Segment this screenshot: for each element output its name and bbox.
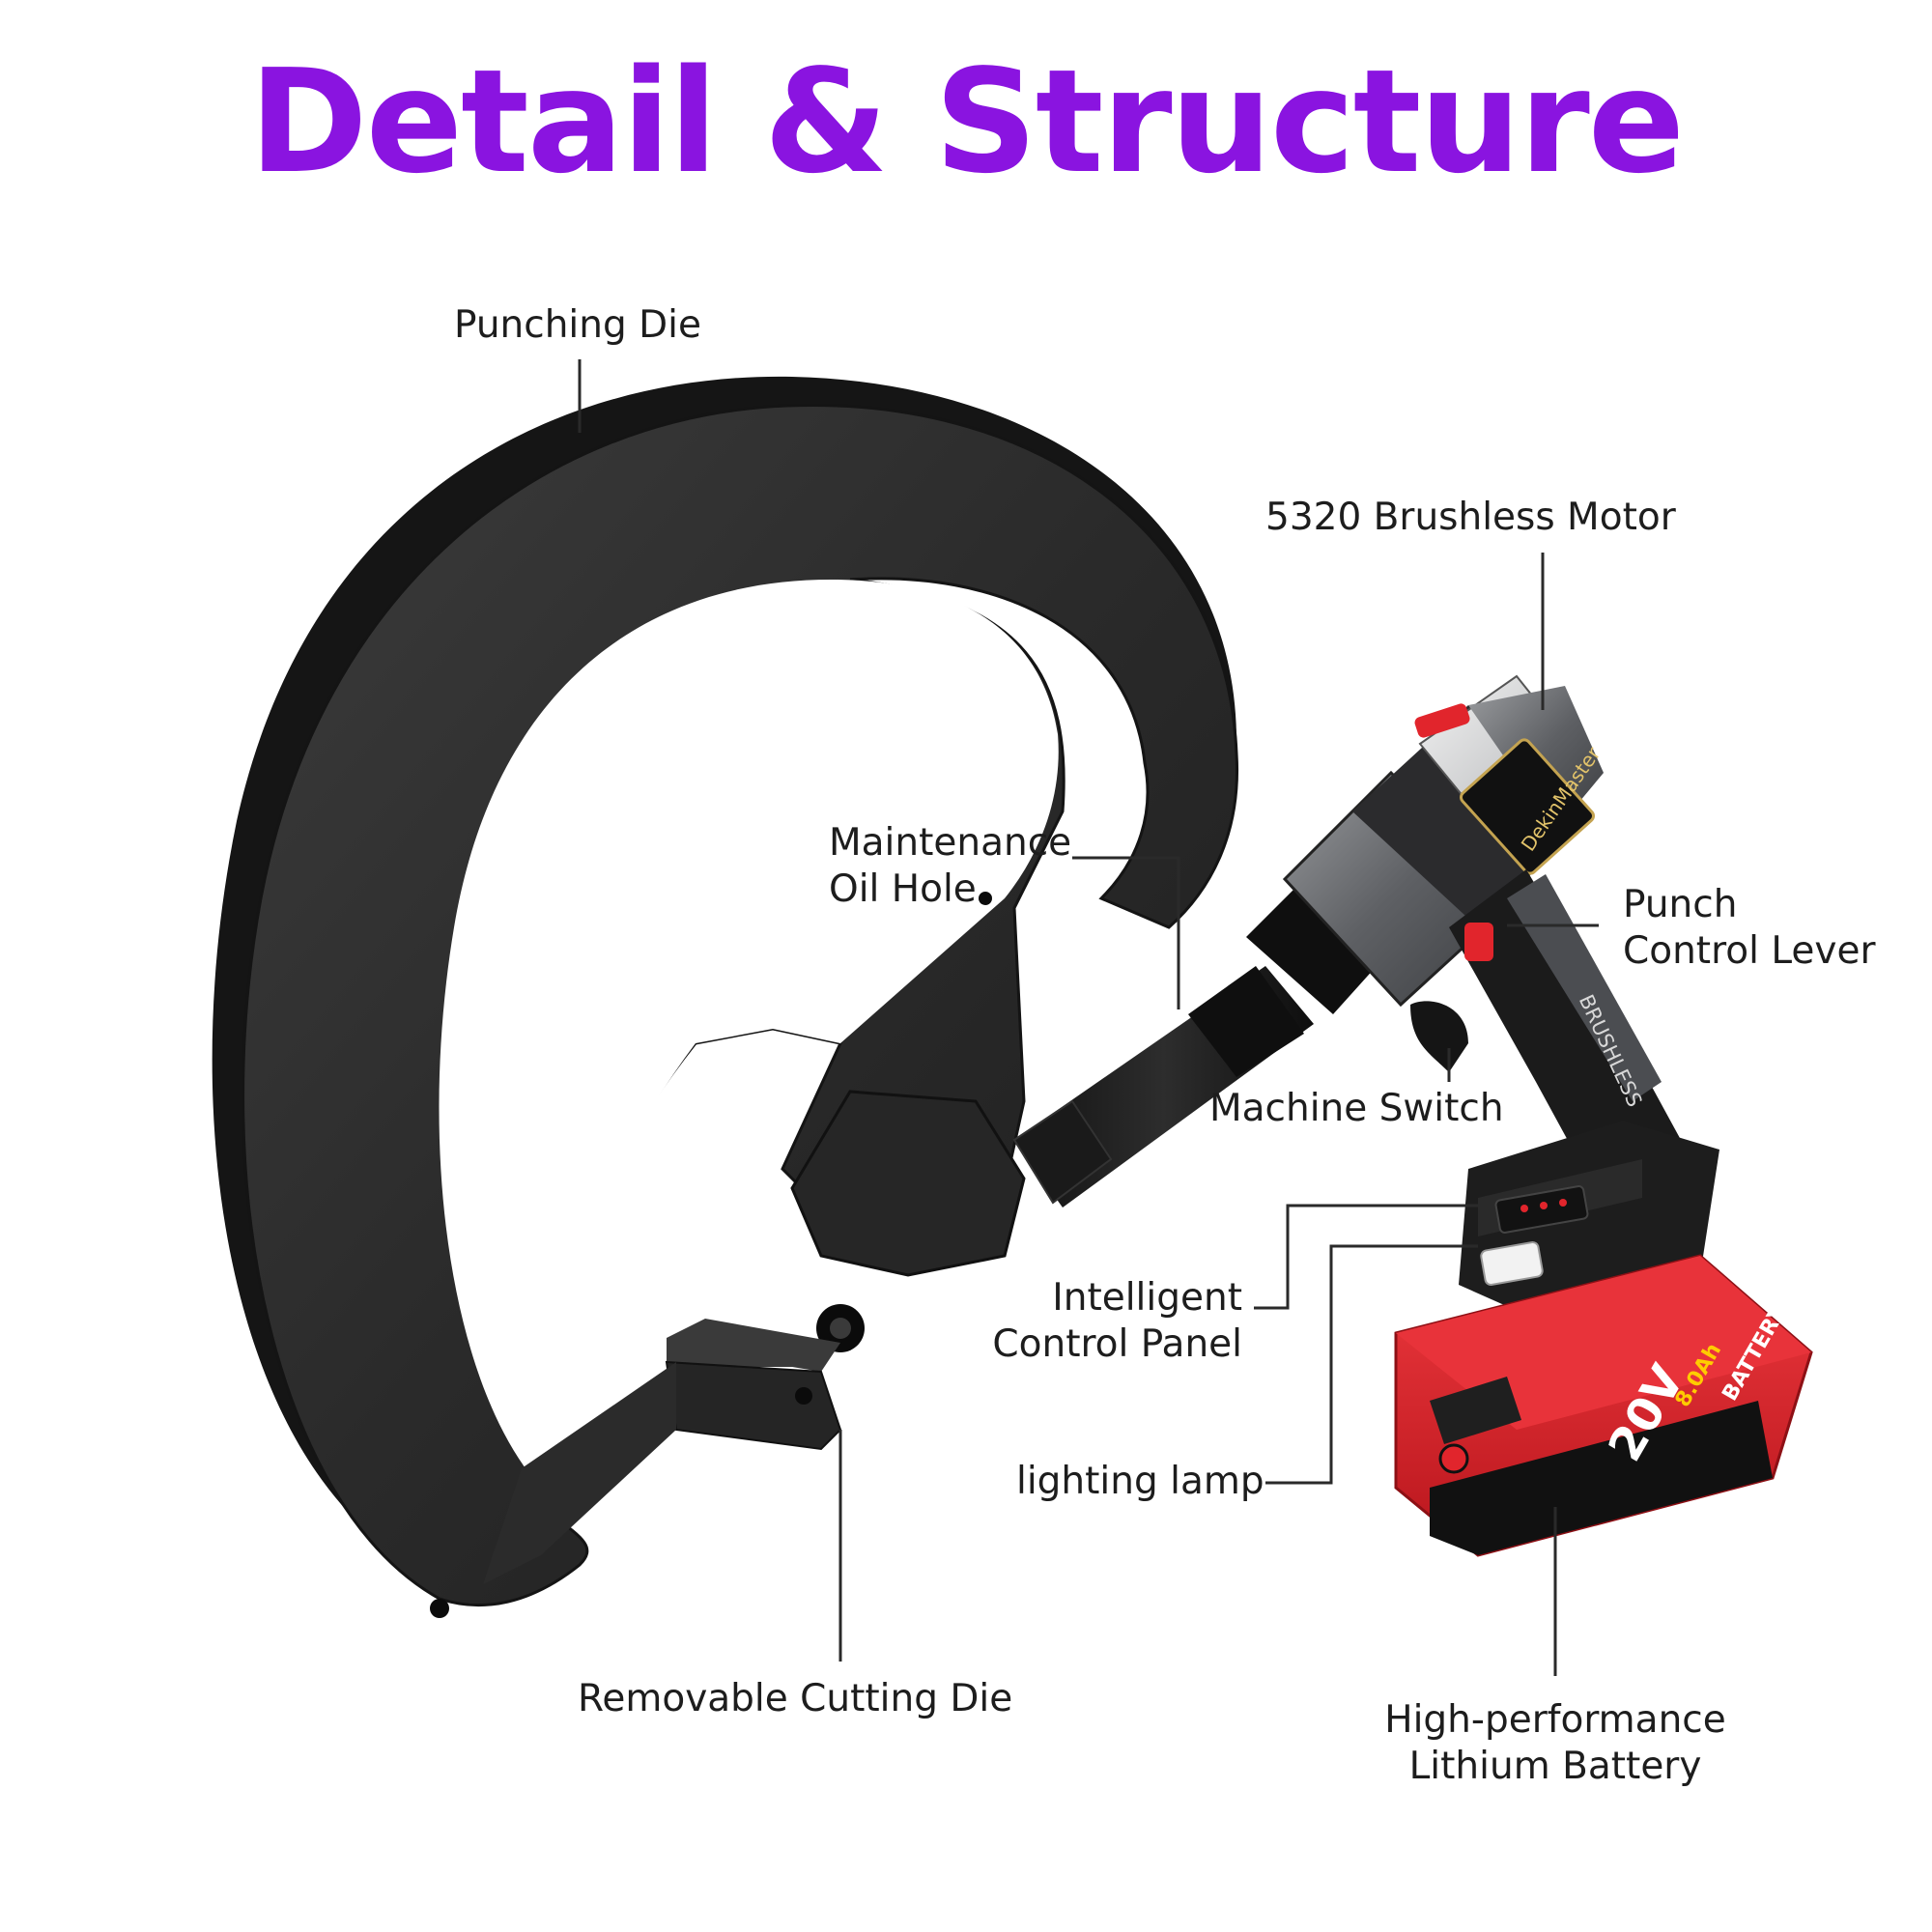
frame-inner-opening xyxy=(439,580,1059,1488)
frame-foot-hole-icon xyxy=(430,1599,449,1618)
leader-control-panel xyxy=(1254,1204,1488,1310)
lighting-lamp-icon xyxy=(1480,1241,1544,1286)
battery-power-button-icon xyxy=(1438,1443,1469,1474)
label-punching-die: Punching Die xyxy=(454,303,701,347)
callout-leader-lines xyxy=(578,359,1599,1676)
label-punch-control-lever: Punch Control Lever xyxy=(1623,883,1876,973)
label-lithium-battery: High-performance Lithium Battery xyxy=(1384,1698,1726,1788)
label-brushless-motor: 5320 Brushless Motor xyxy=(1265,496,1676,539)
hydraulic-piston xyxy=(1012,966,1314,1208)
punch-die-head xyxy=(790,1090,1026,1277)
brand-plate xyxy=(1459,738,1596,875)
removable-cutting-die xyxy=(483,1319,842,1584)
lithium-battery: 20V 8.0Ah BATTERY xyxy=(1394,1121,1813,1557)
punch-control-lever-icon xyxy=(1464,923,1493,961)
page-title: Detail & Structure xyxy=(248,39,1685,205)
label-lighting-lamp: lighting lamp xyxy=(1016,1460,1264,1503)
label-maintenance-oil-hole: Maintenance Oil Hole xyxy=(829,821,1072,911)
label-intelligent-control-panel: Intelligent Control Panel xyxy=(992,1276,1242,1366)
maintenance-oil-hole-icon xyxy=(979,892,992,905)
label-machine-switch: Machine Switch xyxy=(1209,1087,1504,1130)
intelligent-control-panel-icon xyxy=(1494,1185,1589,1234)
machine-switch-icon xyxy=(1410,1001,1468,1072)
punching-die-frame xyxy=(212,376,1239,1618)
label-removable-cutting-die: Removable Cutting Die xyxy=(578,1677,1013,1720)
die-bolt-highlight xyxy=(830,1318,851,1339)
top-red-cap xyxy=(1414,703,1470,738)
tool-handle: BRUSHLESS xyxy=(1410,869,1681,1188)
leader-lighting-lamp xyxy=(1265,1244,1478,1485)
leader-oil-hole xyxy=(1072,856,1180,1009)
